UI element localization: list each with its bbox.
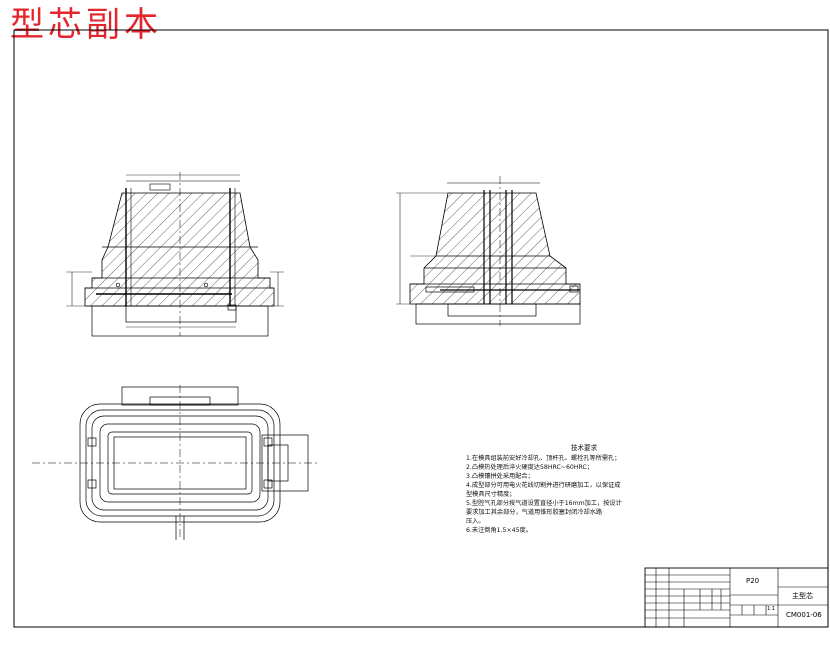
technical-requirements-title: 技术要求 (570, 444, 598, 452)
technical-requirements: 技术要求 1.在模具组装前安好冷却孔、顶杆孔、螺栓孔等所需孔； 2.凸模热处理后… (466, 444, 652, 535)
part-name: 主型芯 (792, 592, 813, 600)
front-section-view (66, 172, 284, 337)
requirement-line: 4.成型部分可用电火花线切割并进行研磨加工，以保证成 (466, 482, 621, 489)
requirement-line: 6.未注倒角1.5×45度。 (466, 527, 532, 534)
drawing-number: CM001-06 (786, 611, 822, 619)
title-block-grid (644, 567, 829, 628)
requirement-line: 型模具尺寸精度； (466, 491, 516, 498)
requirement-line: 压入。 (466, 518, 485, 525)
scale-value: 1:1 (767, 606, 776, 612)
plan-view (32, 385, 320, 540)
requirement-line: 1.在模具组装前安好冷却孔、顶杆孔、螺栓孔等所需孔； (466, 455, 621, 462)
requirement-line: 要求加工其余部分，气道用锥形胶塞封闭冷却水路 (466, 509, 603, 516)
material-label: P20 (746, 577, 760, 585)
requirement-line: 5.型腔气孔部分按气道设置直径小于16mm加工，按设计 (466, 500, 622, 507)
side-section-view (396, 176, 581, 326)
requirement-line: 3.凸模镶拼处采用配合； (466, 473, 534, 480)
requirement-line: 2.凸模热处理后淬火硬度达58HRC~60HRC； (466, 464, 594, 471)
watermark-stamp: 型芯副本 (10, 5, 162, 45)
drawing-frame (13, 29, 829, 628)
